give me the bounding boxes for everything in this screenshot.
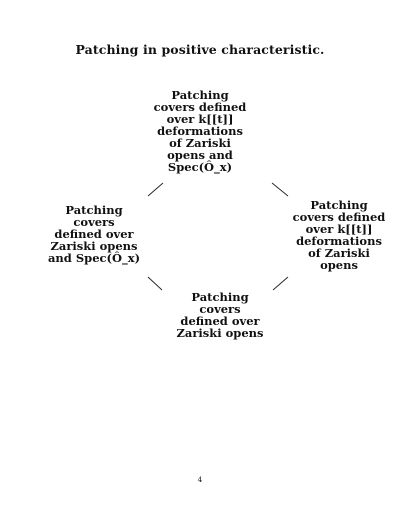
node-top-line: Patching bbox=[171, 88, 229, 102]
edge-top-left bbox=[147, 182, 164, 197]
node-top-line: covers defined bbox=[153, 100, 247, 114]
node-right-line: deformations bbox=[296, 234, 382, 248]
node-top-line: deformations bbox=[157, 124, 243, 138]
node-right-line: opens bbox=[320, 258, 358, 272]
node-top-line: over k[[t]] bbox=[166, 112, 234, 126]
diagram-title: Patching in positive characteristic. bbox=[75, 42, 325, 57]
node-right-line: Patching bbox=[310, 198, 368, 212]
node-bottom-line: defined over bbox=[180, 314, 260, 328]
node-left-line: defined over bbox=[54, 227, 134, 241]
node-top-line: Spec(Ô_x) bbox=[167, 160, 233, 174]
edge-top-right bbox=[271, 182, 289, 197]
node-right: Patching covers defined over k[[t]] defo… bbox=[278, 199, 400, 271]
node-left-line: and Spec(Ô_x) bbox=[47, 251, 141, 265]
node-left-line: covers bbox=[73, 215, 115, 229]
node-top-line: of Zariski bbox=[169, 136, 231, 150]
node-left-line: Zariski opens bbox=[50, 239, 138, 253]
node-bottom-line: Zariski opens bbox=[176, 326, 264, 340]
edge-right-bottom bbox=[272, 276, 289, 291]
edge-left-bottom bbox=[147, 276, 163, 291]
node-top-line: opens and bbox=[167, 148, 233, 162]
node-bottom-line: covers bbox=[199, 302, 241, 316]
node-right-line: covers defined bbox=[292, 210, 386, 224]
node-left: Patching covers defined over Zariski ope… bbox=[14, 204, 174, 264]
node-bottom-line: Patching bbox=[191, 290, 249, 304]
node-top: Patching covers defined over k[[t]] defo… bbox=[130, 89, 270, 173]
page-number: 4 bbox=[197, 476, 203, 484]
node-left-line: Patching bbox=[65, 203, 123, 217]
node-right-line: of Zariski bbox=[308, 246, 370, 260]
node-bottom: Patching covers defined over Zariski ope… bbox=[150, 291, 290, 339]
node-right-line: over k[[t]] bbox=[305, 222, 373, 236]
